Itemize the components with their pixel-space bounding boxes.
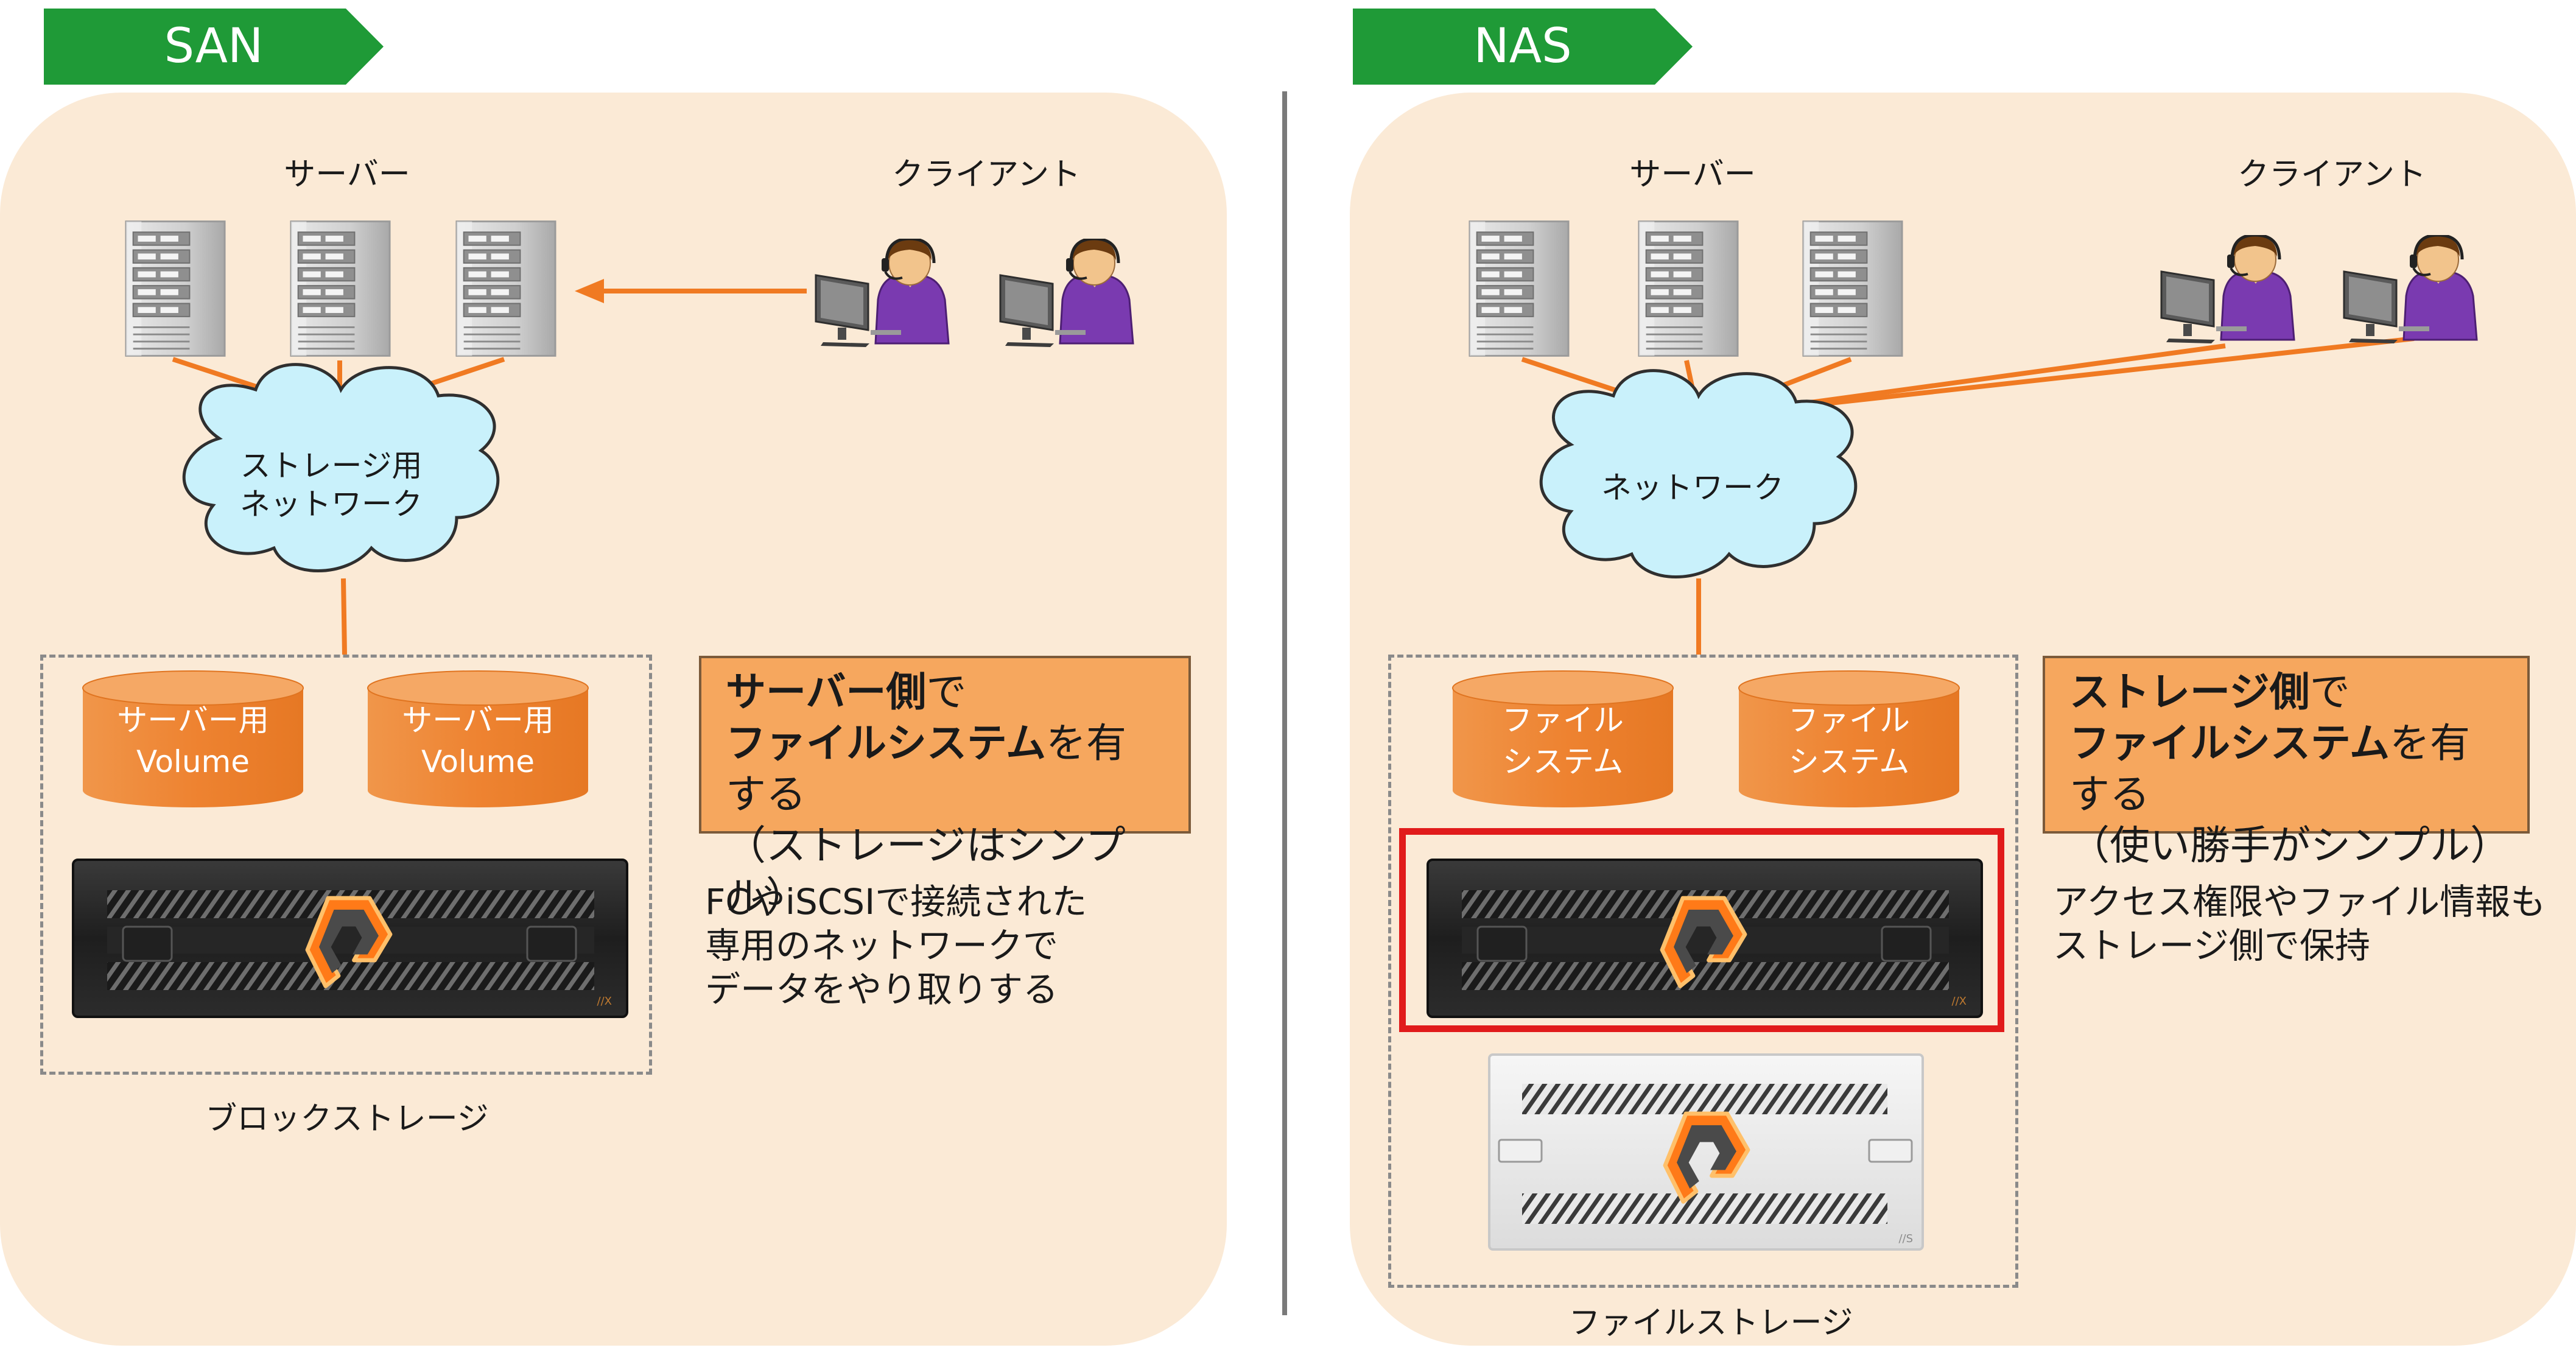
nas-fs1-line2: システム: [1503, 744, 1624, 779]
storage-volume-icon: [1452, 670, 1674, 808]
san-note-line1: FCやiSCSIで接続された: [705, 881, 1087, 922]
nas-callout: ストレージ側で ファイルシステムを有する （使い勝手がシンプル）: [2043, 656, 2530, 869]
nas-network-label: ネットワーク: [1601, 470, 1784, 505]
nas-tag: NAS: [1353, 9, 1693, 85]
san-callout: サーバー側で ファイルシステムを有する （ストレージはシンプル）: [699, 656, 1191, 920]
san-server-icon-2: [290, 220, 391, 357]
nas-file-storage-group: [1388, 655, 2018, 1288]
san-network-line1: ストレージ用: [240, 448, 423, 483]
san-block-storage-array-icon: //X: [72, 859, 628, 1018]
nas-fs1-line1: ファイル: [1502, 703, 1624, 738]
san-volume1-line2: Volume: [136, 744, 250, 779]
san-storage-caption: ブロックストレージ: [205, 1101, 489, 1137]
nas-callout-bold1: ストレージ側: [2069, 669, 2310, 715]
san-client-icon-1: [816, 239, 949, 347]
nas-light-array-badge: //S: [1898, 1232, 1913, 1245]
nas-client-icon-1: [2161, 235, 2294, 343]
nas-client-label: クライアント: [2237, 156, 2426, 193]
nas-callout-rest2: を有する: [2069, 720, 2471, 818]
nas-fs2-line2: システム: [1789, 744, 1910, 779]
nas-server-icon-3: [1802, 220, 1903, 357]
san-array-badge: //X: [597, 995, 612, 1008]
storage-volume-icon: [367, 670, 589, 808]
san-volume-2: サーバー用 Volume: [367, 670, 589, 808]
nas-filesystem-2: ファイル システム: [1738, 670, 1960, 808]
panel-divider: [1282, 91, 1287, 1315]
san-network-cloud-icon: ストレージ用 ネットワーク: [182, 363, 500, 572]
san-note-line3: データをやり取りする: [705, 969, 1059, 1010]
san-client-arrow: [575, 279, 807, 303]
nas-fs2-line1: ファイル: [1788, 703, 1910, 738]
nas-filesystem-1: ファイル システム: [1452, 670, 1674, 808]
san-callout-rest2: を有する: [726, 720, 1127, 818]
san-server-icon-1: [125, 220, 226, 357]
san-note-line2: 専用のネットワークで: [705, 925, 1059, 966]
san-volume-1: サーバー用 Volume: [82, 670, 304, 808]
storage-volume-icon: [1738, 670, 1960, 808]
nas-callout-rest1: で: [2309, 669, 2350, 715]
san-client-icon-2: [1000, 239, 1133, 347]
san-volume1-line1: サーバー用: [117, 703, 269, 738]
san-callout-bold2: ファイルシステム: [726, 720, 1047, 767]
san-volume2-line1: サーバー用: [402, 703, 554, 738]
san-callout-line3: （ストレージはシンプル）: [726, 822, 1126, 920]
nas-network-cloud-icon: ネットワーク: [1539, 369, 1858, 578]
nas-server-icon-1: [1469, 220, 1570, 357]
nas-server-label: サーバー: [1629, 156, 1756, 193]
san-tag: SAN: [44, 9, 384, 85]
san-client-label: クライアント: [892, 156, 1081, 193]
san-network-line2: ネットワーク: [240, 487, 423, 522]
nas-dark-storage-array-icon: //X: [1427, 859, 1983, 1018]
san-server-label: サーバー: [284, 156, 410, 193]
san-block-storage-group: [40, 655, 652, 1075]
san-callout-rest1: で: [926, 669, 967, 715]
nas-highlight-box: [1399, 828, 2004, 1032]
nas-callout-bold2: ファイルシステム: [2069, 720, 2390, 767]
san-server-icon-3: [455, 220, 556, 357]
nas-light-storage-array-icon: //S: [1488, 1053, 1924, 1251]
nas-storage-caption: ファイルストレージ: [1568, 1305, 1853, 1341]
san-callout-bold1: サーバー側: [726, 669, 927, 715]
san-link-storage: [341, 578, 347, 655]
nas-note-line2: ストレージ側で保持: [2053, 925, 2370, 966]
san-note: FCやiSCSIで接続された 専用のネットワークで データをやり取りする: [705, 880, 1087, 1011]
storage-volume-icon: [82, 670, 304, 808]
nas-dark-array-badge: //X: [1952, 995, 1967, 1008]
nas-note: アクセス権限やファイル情報も ストレージ側で保持: [2053, 880, 2546, 968]
nas-client-icon-2: [2344, 235, 2477, 343]
nas-server-icon-2: [1638, 220, 1739, 357]
nas-callout-line3: （使い勝手がシンプル）: [2069, 822, 2511, 869]
san-volume2-line2: Volume: [421, 744, 535, 779]
nas-note-line1: アクセス権限やファイル情報も: [2053, 881, 2546, 922]
